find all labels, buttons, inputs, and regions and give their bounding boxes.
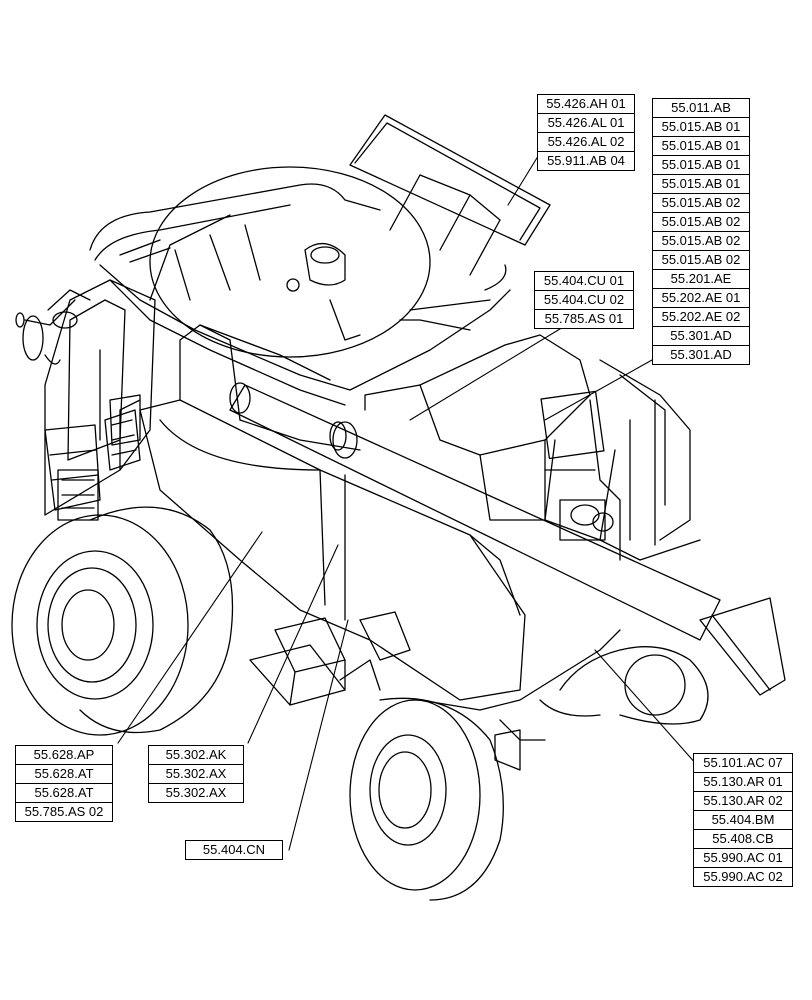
callout-label: 55.301.AD <box>670 347 732 362</box>
callout-label: 55.202.AE 01 <box>653 289 749 308</box>
chassis-underside <box>419 629 709 771</box>
callout-label: 55.201.AE <box>653 270 749 289</box>
callout-label: 55.426.AH 01 <box>538 95 634 114</box>
callout-label: 55.101.AC 07 <box>694 754 792 773</box>
callout-label: 55.404.CU 01 <box>535 272 633 291</box>
callout-label: 55.426.AL 02 <box>538 133 634 152</box>
callout-label: 55.015.AB 02 <box>653 194 749 213</box>
callout-top-right: 55.011.AB 55.015.AB 01 55.015.AB 01 55.0… <box>652 98 750 365</box>
callout-bottom-mid: 55.302.AK 55.302.AX 55.302.AX <box>148 745 244 803</box>
callout-label: 55.011.AB <box>653 99 749 118</box>
callout-label: 55.015.AB 02 <box>653 251 749 270</box>
front-left-wheel <box>11 506 234 736</box>
callout-label: 55.015.AB 02 <box>653 232 749 251</box>
callout-label: 55.302.AX <box>165 785 227 800</box>
callout-label: 55.426.AL 01 <box>538 114 634 133</box>
callout-label: 55.130.AR 02 <box>694 792 792 811</box>
callout-label: 55.301.AD <box>653 327 749 346</box>
callout-label: 55.302.AK <box>149 746 243 765</box>
callout-bottom-left: 55.628.AP 55.628.AT 55.628.AT 55.785.AS … <box>15 745 113 822</box>
callout-label: 55.015.AB 01 <box>653 175 749 194</box>
callout-middle: 55.404.CU 01 55.404.CU 02 55.785.AS 01 <box>534 271 634 329</box>
callout-label: 55.202.AE 02 <box>653 308 749 327</box>
tank-auger <box>286 243 491 341</box>
rear-wheel <box>349 697 504 901</box>
callout-label: 55.628.AP <box>16 746 112 765</box>
access-ladder <box>249 611 411 706</box>
engine-compartment <box>540 390 614 541</box>
callout-label: 55.408.CB <box>694 830 792 849</box>
callout-label: 55.302.AX <box>149 765 243 784</box>
grain-tank-top <box>89 166 511 406</box>
callout-label: 55.785.AS 01 <box>544 311 624 326</box>
callout-label: 55.628.AT <box>16 784 112 803</box>
left-steps <box>44 409 141 511</box>
callout-label: 55.015.AB 01 <box>653 137 749 156</box>
callout-label: 55.404.CN <box>202 842 266 857</box>
leader-lines <box>117 139 698 851</box>
callout-label: 55.404.BM <box>694 811 792 830</box>
grain-tank-extension-lid <box>349 114 551 291</box>
callout-label: 55.130.AR 01 <box>694 773 792 792</box>
callout-label: 55.404.CU 02 <box>535 291 633 310</box>
mirror-assembly <box>15 289 91 365</box>
callout-label: 55.015.AB 01 <box>653 118 749 137</box>
callout-label: 55.015.AB 02 <box>653 213 749 232</box>
callout-label: 55.990.AC 01 <box>694 849 792 868</box>
cab <box>44 279 156 521</box>
callout-label: 55.990.AC 02 <box>703 869 783 884</box>
callout-label: 55.015.AB 01 <box>653 156 749 175</box>
right-railing <box>589 359 701 561</box>
machine-body <box>119 324 616 701</box>
callout-bottom-single: 55.404.CN <box>185 840 283 860</box>
callout-label: 55.911.AB 04 <box>547 153 625 168</box>
callout-bottom-right: 55.101.AC 07 55.130.AR 01 55.130.AR 02 5… <box>693 753 793 887</box>
unloading-auger-tube <box>229 382 786 696</box>
callout-top-center: 55.426.AH 01 55.426.AL 01 55.426.AL 02 5… <box>537 94 635 171</box>
callout-label: 55.785.AS 02 <box>24 804 104 819</box>
callout-label: 55.628.AT <box>16 765 112 784</box>
